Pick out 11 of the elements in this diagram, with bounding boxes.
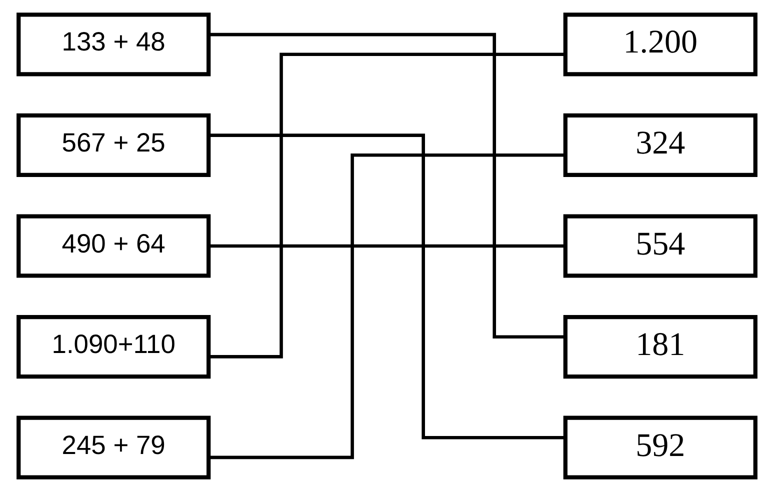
node-box: 1.090+110 [16,314,210,379]
node-box: 133 + 48 [16,12,210,76]
node-box: 324 [562,113,757,178]
node-box: 554 [562,214,757,278]
node-box: 490 + 64 [16,214,210,278]
node-box: 567 + 25 [16,113,210,178]
connector [208,244,565,248]
node-box: 181 [562,314,757,379]
node-box: 592 [562,416,757,480]
node-box: 245 + 79 [16,416,210,480]
node-box: 1.200 [562,12,757,76]
